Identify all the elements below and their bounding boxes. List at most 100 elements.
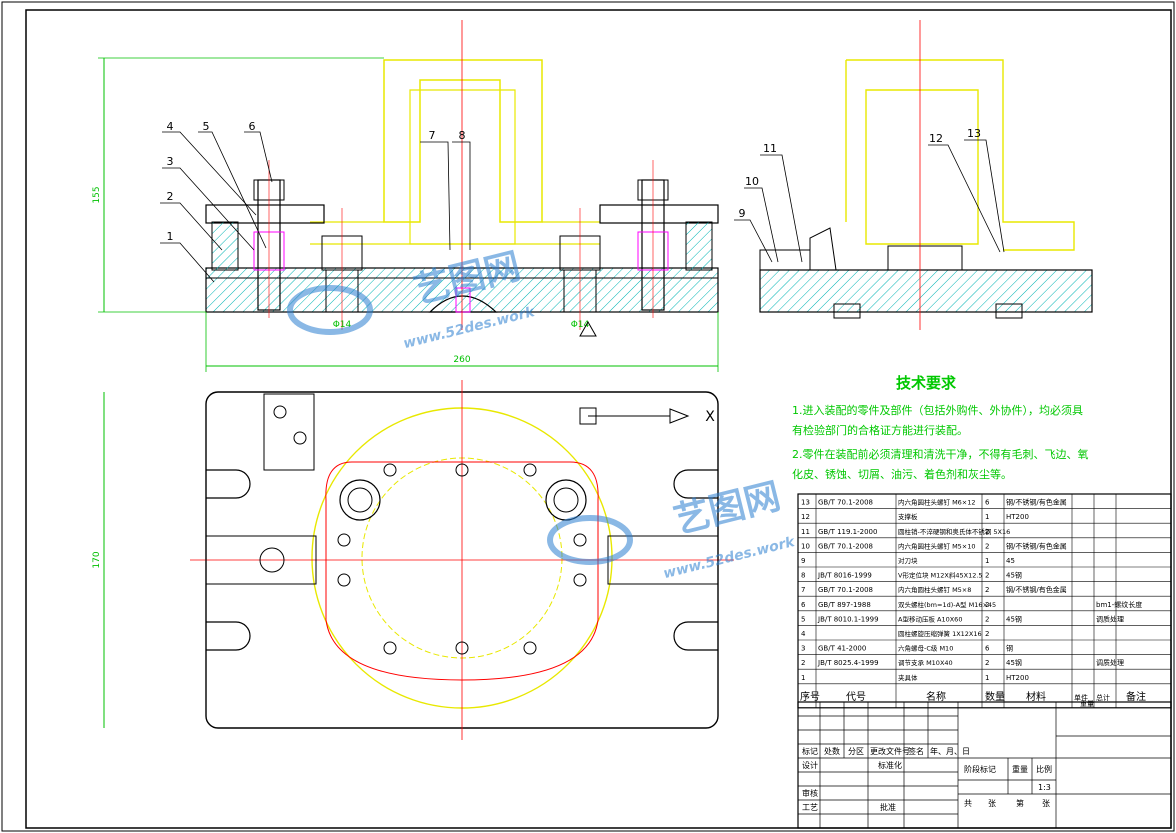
tech-line-1: 1.进入装配的零件及部件（包括外购件、外协件），均必须具	[792, 403, 1083, 417]
bom-no: 4	[801, 630, 806, 638]
support-plate	[887, 245, 963, 271]
bom-header-total: 总计	[1096, 693, 1110, 702]
dim-bore-right: Φ14	[571, 320, 590, 330]
bom-qty: 1	[985, 513, 989, 521]
view-marker: X	[705, 409, 715, 425]
title-block-frame	[797, 701, 1172, 829]
bom-code: JB/T 8010.1-1999	[817, 615, 879, 623]
dim-width-front: 260	[453, 355, 470, 365]
workpiece-base-front	[310, 221, 600, 245]
tb-total: 共	[964, 799, 972, 808]
bom-material: 45钢	[1006, 614, 1022, 623]
leader-4	[162, 131, 257, 216]
balloon-7: 7	[429, 129, 436, 142]
leader-3	[162, 167, 255, 251]
dim-height-top: 170	[92, 551, 102, 568]
screw-right-2	[573, 573, 587, 587]
tb-process: 工艺	[802, 803, 818, 812]
screw-right-1	[573, 533, 587, 547]
screw-bottom-1	[383, 641, 397, 655]
leader-11	[760, 154, 803, 263]
bom-no: 10	[801, 542, 810, 550]
screw-top-1	[383, 463, 397, 477]
balloon-5: 5	[203, 120, 210, 133]
bom-material: 钢/不锈钢/有色金属	[1006, 541, 1067, 550]
bom-no: 7	[801, 586, 805, 594]
balloon-10: 10	[745, 175, 759, 188]
bom-no: 11	[801, 528, 810, 536]
bom-material: HT200	[1006, 674, 1029, 682]
bom-no: 3	[801, 645, 805, 653]
bom-name: 双头螺柱(bm=1d)-A型 M16×45	[898, 600, 996, 609]
screw-bottom-3	[523, 641, 537, 655]
balloon-1: 1	[167, 230, 174, 243]
tb-zone: 分区	[848, 747, 864, 756]
bom-code: GB/T 70.1-2008	[818, 586, 873, 594]
tb-mark: 标记	[802, 746, 818, 756]
tb-change-doc: 更改文件号	[870, 746, 910, 756]
bom-code: GB/T 70.1-2008	[818, 499, 873, 507]
leader-5	[198, 131, 267, 249]
bom-header-weight: 重量	[1080, 700, 1094, 708]
dim-bore-left: Φ14	[333, 320, 352, 330]
bom-header-material: 材料	[1026, 690, 1046, 703]
bom-header-qty: 数量	[985, 690, 1005, 703]
bom-qty: 2	[985, 542, 989, 550]
balloon-11: 11	[763, 142, 777, 155]
balloon-2: 2	[167, 190, 174, 203]
tool-block	[809, 227, 837, 271]
bom-qty: 2	[985, 659, 989, 667]
bom-name: A型移动压板 A10X60	[898, 614, 962, 623]
bom-name: 对刀块	[898, 556, 918, 565]
tb-sign: 签名	[908, 746, 924, 756]
title-block: 标记 处数 分区 更改文件号 签名 年、月、日 设计 标准化 阶段标记 重量 比…	[797, 701, 1172, 829]
tech-line-4: 化皮、锈蚀、切屑、油污、着色剂和灰尘等。	[792, 467, 1012, 481]
bom-material: HT200	[1006, 513, 1029, 521]
bom-qty: 1	[985, 674, 989, 682]
front-view: 155 260 Φ14 Φ14 1 2 3 4 5 6 7 8	[92, 20, 719, 372]
sheet-inner-frame	[25, 9, 1172, 829]
bom-code: GB/T 119.1-2000	[818, 528, 877, 536]
bom-qty: 2	[985, 586, 989, 594]
section-arrow-front	[579, 320, 597, 337]
balloon-3: 3	[167, 155, 174, 168]
bom-note: 调质处理	[1096, 658, 1124, 667]
leader-1	[160, 242, 215, 283]
bom-qty: 2	[985, 630, 989, 638]
bom-material: 45钢	[1006, 571, 1022, 580]
bom-no: 8	[801, 572, 805, 580]
bom-header-no: 序号	[800, 690, 820, 703]
stud-left-top-inner	[347, 487, 373, 513]
leader-7	[420, 141, 451, 251]
bom-qty: 2	[985, 572, 989, 580]
bom-no: 12	[801, 513, 810, 521]
side-view: 9 10 11 12 13	[734, 20, 1093, 330]
bom-note: bm1-螺纹长度	[1096, 600, 1142, 609]
tech-title: 技术要求	[896, 374, 957, 392]
dim-height-front: 155	[92, 186, 102, 203]
bom-name: 内六角圆柱头螺钉 M5×8	[898, 585, 971, 594]
leader-12	[928, 144, 1001, 253]
leader-2	[160, 202, 223, 251]
bom-name: 调节支承 M10X40	[898, 658, 953, 667]
side-slot-right	[995, 303, 1023, 319]
right-clamp-plate	[599, 204, 719, 224]
bom-name: 内六角圆柱头螺钉 M5×10	[898, 541, 976, 550]
tb-approve: 批准	[880, 802, 896, 812]
bom-frame	[797, 493, 1172, 709]
tb-sheet-unit2: 张	[1042, 799, 1050, 808]
leader-6	[244, 131, 273, 183]
bom-code: GB/T 897-1988	[818, 601, 871, 609]
tool-block-top	[263, 393, 315, 471]
tb-design: 设计	[802, 760, 818, 770]
bom-code: JB/T 8016-1999	[817, 572, 872, 580]
bom-note: 调质处理	[1096, 614, 1124, 623]
bom-no: 6	[801, 601, 806, 609]
bom-name: 六角螺母-C级 M10	[898, 644, 953, 653]
tb-review: 审核	[802, 788, 818, 798]
bom-name: 圆柱销-不淬硬钢和奥氏体不锈钢 5X16	[898, 527, 1010, 536]
stud-right-top-inner	[553, 487, 579, 513]
bom-no: 1	[801, 674, 805, 682]
tool-block-hole-2	[293, 431, 307, 445]
